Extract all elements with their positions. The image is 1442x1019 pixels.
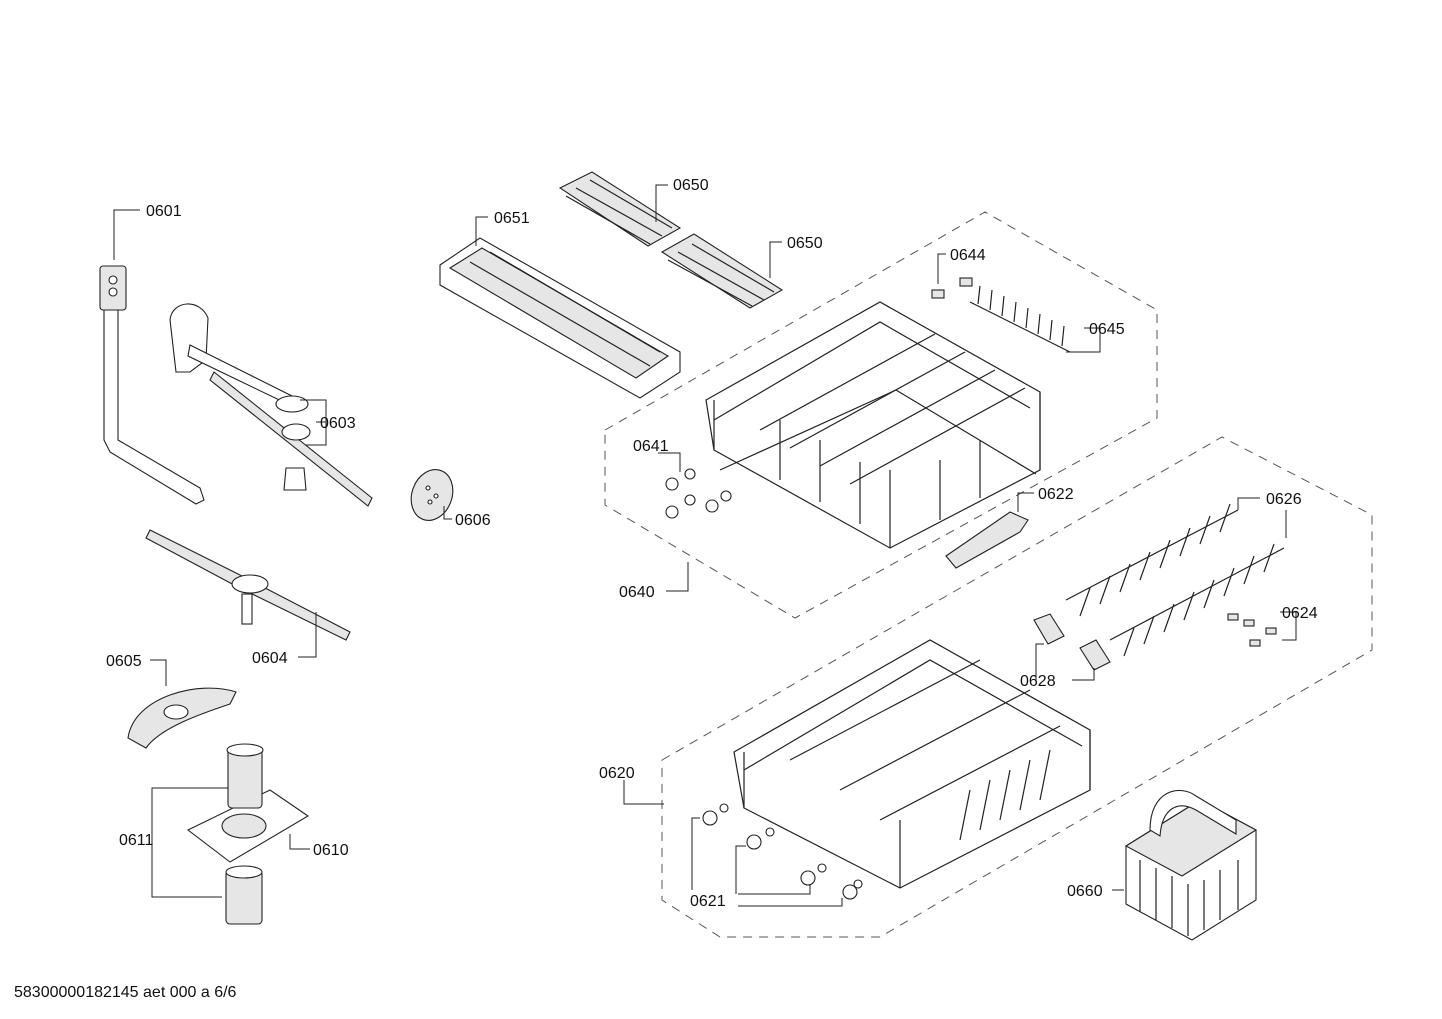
- label-0660: 0660: [1067, 883, 1103, 900]
- callout-0620: [623, 780, 664, 805]
- label-0611: 0611: [119, 832, 154, 849]
- label-0644: 0644: [950, 247, 986, 264]
- callout-0650a: [655, 184, 668, 222]
- folding-rack-a-part: [558, 171, 682, 247]
- callout-0626: [1237, 497, 1287, 538]
- label-0641: 0641: [633, 438, 669, 455]
- label-0626: 0626: [1266, 491, 1302, 508]
- label-0620: 0620: [599, 765, 635, 782]
- label-0604: 0604: [252, 650, 288, 667]
- cup-rack-part: [969, 285, 1071, 353]
- label-0606: 0606: [455, 512, 491, 529]
- label-0650-upper: 0650: [673, 177, 709, 194]
- callout-0650b: [769, 241, 782, 278]
- label-0610: 0610: [313, 842, 349, 859]
- upper-basket-part: [705, 301, 1041, 549]
- lower-basket-group-outline: [661, 436, 1373, 938]
- rack-fixing-clips-part: [1227, 613, 1277, 647]
- upper-spray-arm-part: [169, 303, 373, 507]
- callout-0645: [1066, 327, 1101, 353]
- callout-0601: [113, 209, 140, 260]
- fine-filter-plate-part: [186, 789, 310, 863]
- rack-clips-part: [931, 277, 973, 299]
- callout-0611: [151, 787, 228, 898]
- coarse-filter-part: [226, 743, 264, 809]
- label-0601: 0601: [146, 203, 182, 220]
- label-0603: 0603: [320, 415, 356, 432]
- label-0605: 0605: [106, 653, 142, 670]
- callout-0604: [298, 612, 317, 658]
- drawing-reference-footer: 58300000182145 aet 000 a 6/6: [14, 984, 237, 1001]
- upper-basket-wheels-part: [665, 468, 732, 519]
- folding-rack-b-part: [660, 233, 784, 309]
- label-0645: 0645: [1089, 321, 1125, 338]
- callout-0606: [443, 506, 452, 520]
- label-0640: 0640: [619, 584, 655, 601]
- basket-handle-part: [945, 511, 1029, 569]
- callout-0605: [150, 659, 167, 686]
- filter-disc-part: [410, 469, 454, 521]
- micro-filter-part: [225, 865, 263, 925]
- callout-0621: [691, 817, 843, 907]
- callout-0610: [289, 834, 310, 850]
- label-0621: 0621: [690, 893, 726, 910]
- rack-holders-part: [1033, 613, 1111, 671]
- upper-basket-group-outline: [604, 211, 1158, 619]
- label-0651: 0651: [494, 210, 530, 227]
- callout-0641: [658, 452, 681, 472]
- plate-racks-part: [1065, 503, 1285, 657]
- callout-0603: [300, 399, 327, 446]
- callout-0651: [475, 216, 488, 246]
- filter-cover-part: [127, 687, 237, 749]
- callout-0624: [1280, 611, 1297, 641]
- label-0624: 0624: [1282, 605, 1318, 622]
- callout-0622: [1017, 492, 1034, 512]
- cutlery-basket-part: [1124, 789, 1258, 941]
- label-0628: 0628: [1020, 673, 1056, 690]
- lower-basket-wheels-part: [702, 803, 863, 900]
- callout-0640: [666, 562, 689, 592]
- callout-0628: [1035, 643, 1095, 681]
- lower-basket-part: [733, 639, 1091, 889]
- callout-0644: [937, 253, 946, 284]
- lower-spray-arm-part: [145, 529, 351, 641]
- label-0622: 0622: [1038, 486, 1074, 503]
- label-0650-lower: 0650: [787, 235, 823, 252]
- spray-pipe-part: [99, 265, 205, 505]
- cutlery-tray-part: [439, 237, 681, 399]
